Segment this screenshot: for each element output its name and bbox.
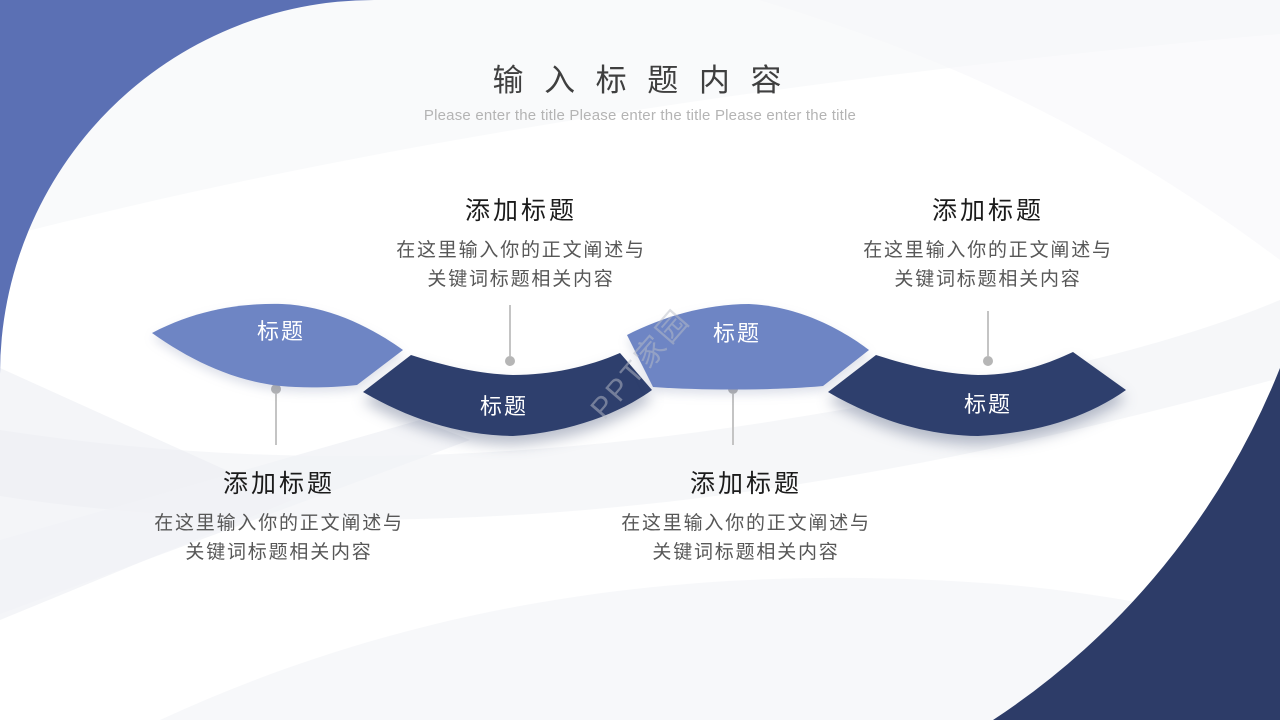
page-subtitle: Please enter the title Please enter the … bbox=[423, 107, 857, 124]
bg-wedge-left-2 bbox=[0, 420, 470, 614]
callout-body-line: 关键词标题相关内容 bbox=[894, 269, 1082, 290]
wave-2-label: 标题 bbox=[479, 394, 528, 419]
callout-bottom-1: 添加标题 在这里输入你的正文阐述与 关键词标题相关内容 bbox=[119, 468, 439, 567]
callout-heading: 添加标题 bbox=[689, 470, 802, 498]
callout-bottom-2: 添加标题 在这里输入你的正文阐述与 关键词标题相关内容 bbox=[586, 468, 906, 567]
bg-band-top-right bbox=[760, 0, 1280, 260]
callout-body-line: 关键词标题相关内容 bbox=[427, 269, 615, 290]
wave-segment-1 bbox=[152, 303, 403, 388]
connector-dot-4 bbox=[983, 356, 993, 366]
callout-top-1: 添加标题 在这里输入你的正文阐述与 关键词标题相关内容 bbox=[361, 195, 681, 294]
connector-dot-2 bbox=[505, 356, 515, 366]
callout-body-line: 在这里输入你的正文阐述与 bbox=[396, 240, 646, 261]
callout-heading: 添加标题 bbox=[464, 197, 577, 225]
wave-3-label: 标题 bbox=[712, 321, 761, 346]
callout-body-line: 关键词标题相关内容 bbox=[185, 542, 373, 563]
callout-heading: 添加标题 bbox=[222, 470, 335, 498]
callout-top-2: 添加标题 在这里输入你的正文阐述与 关键词标题相关内容 bbox=[828, 195, 1148, 294]
callout-body-line: 在这里输入你的正文阐述与 bbox=[621, 513, 871, 534]
wave-1-label: 标题 bbox=[256, 319, 305, 344]
callout-body-line: 在这里输入你的正文阐述与 bbox=[863, 240, 1113, 261]
wave-4-label: 标题 bbox=[963, 392, 1012, 417]
wave-segment-2 bbox=[363, 353, 652, 436]
callout-body-line: 在这里输入你的正文阐述与 bbox=[154, 513, 404, 534]
wave-segment-3 bbox=[627, 304, 869, 390]
connector-dot-1 bbox=[271, 384, 281, 394]
bg-band-bottom bbox=[160, 577, 1280, 720]
callout-body-line: 关键词标题相关内容 bbox=[652, 542, 840, 563]
corner-accent-top-left bbox=[0, 0, 374, 374]
corner-accent-bottom-right bbox=[993, 368, 1280, 720]
wave-segment-4 bbox=[828, 352, 1126, 436]
callout-heading: 添加标题 bbox=[931, 197, 1044, 225]
page-title: 输 入 标 题 内 容 bbox=[492, 63, 788, 98]
